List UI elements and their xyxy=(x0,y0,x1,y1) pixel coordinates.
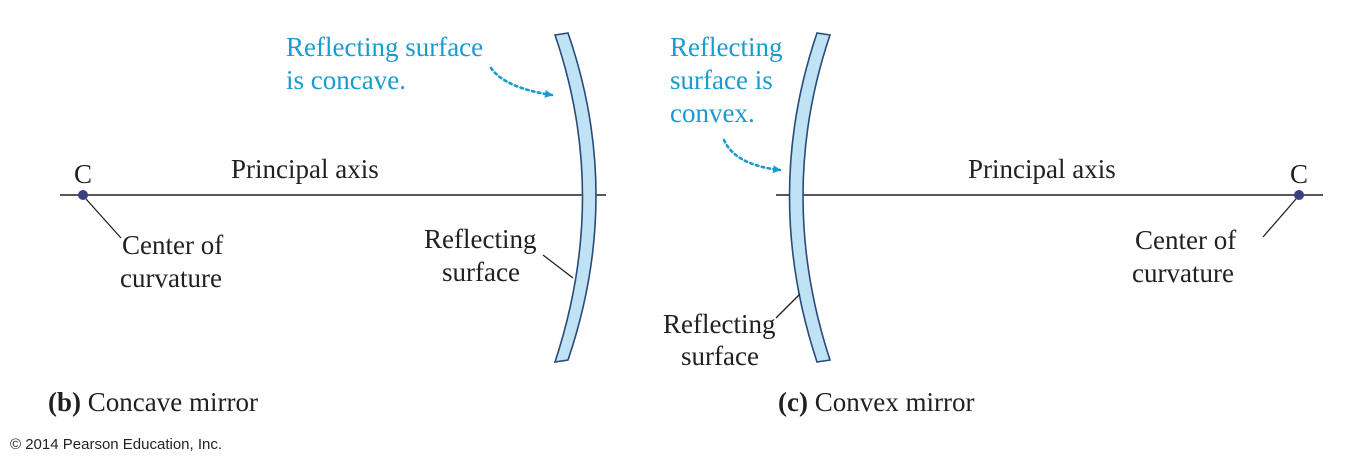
concave-caption-letter: (b) xyxy=(48,387,81,417)
convex-blue-arrow xyxy=(722,138,782,174)
concave-reflecting-leader xyxy=(542,254,574,279)
convex-center-label-line1: Center of xyxy=(1135,225,1236,255)
convex-blue-note-line1: Reflecting xyxy=(670,32,782,62)
concave-blue-note-line2: is concave. xyxy=(286,65,406,95)
concave-axis-label: Principal axis xyxy=(231,154,379,184)
concave-center-letter: C xyxy=(74,159,92,189)
concave-blue-note-line1: Reflecting surface xyxy=(286,32,483,62)
convex-axis-label: Principal axis xyxy=(968,154,1116,184)
copyright-notice: © 2014 Pearson Education, Inc. xyxy=(10,436,223,453)
convex-caption: (c) Convex mirror xyxy=(778,387,974,417)
convex-mirror xyxy=(788,32,832,363)
concave-center-label-line1: Center of xyxy=(122,230,223,260)
convex-reflecting-label-line1: Reflecting xyxy=(663,309,775,339)
concave-center-label-line2: curvature xyxy=(120,263,222,293)
convex-center-letter: C xyxy=(1290,159,1308,189)
concave-caption: (b) Concave mirror xyxy=(48,387,258,417)
concave-blue-arrow xyxy=(489,66,554,98)
convex-reflecting-leader xyxy=(775,293,801,319)
concave-panel: C Principal axis Center of curvature Ref… xyxy=(48,32,606,417)
convex-caption-letter: (c) xyxy=(778,387,808,417)
convex-center-dot xyxy=(1294,190,1304,200)
convex-center-label-line2: curvature xyxy=(1132,258,1234,288)
concave-mirror xyxy=(553,32,597,363)
concave-caption-text: Concave mirror xyxy=(81,387,258,417)
convex-reflecting-label-line2: surface xyxy=(681,341,759,371)
convex-blue-note-line2: surface is xyxy=(670,65,773,95)
concave-center-dot xyxy=(78,190,88,200)
convex-panel: C Principal axis Center of curvature Ref… xyxy=(663,32,1323,417)
convex-blue-note-line3: convex. xyxy=(670,98,755,128)
convex-caption-text: Convex mirror xyxy=(808,387,974,417)
concave-center-leader xyxy=(85,198,122,239)
concave-reflecting-label-line2: surface xyxy=(442,257,520,287)
convex-center-leader xyxy=(1262,198,1297,238)
concave-reflecting-label-line1: Reflecting xyxy=(424,224,536,254)
